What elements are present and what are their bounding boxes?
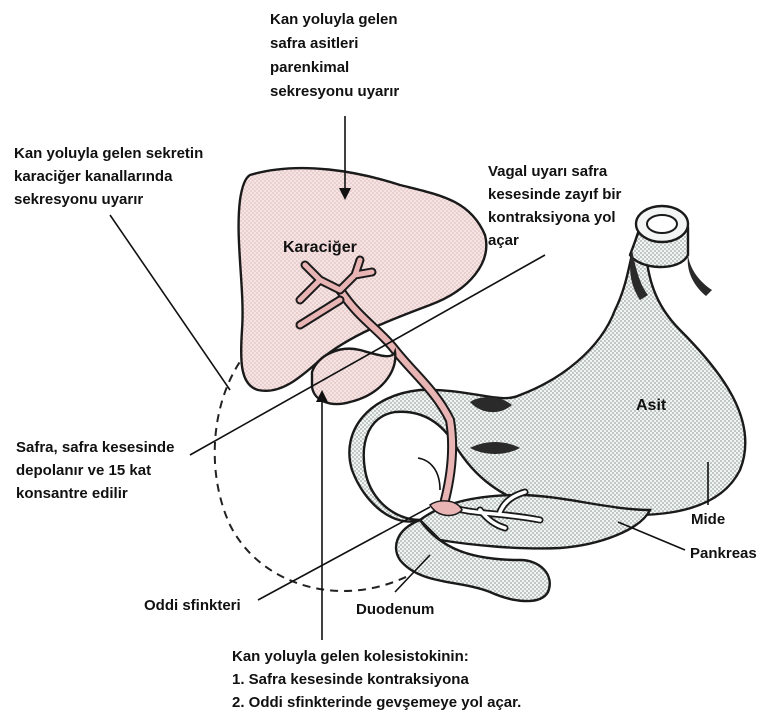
label-vagal: Vagal uyarı safra kesesinde zayıf bir ko… bbox=[488, 163, 626, 249]
label-acid: Asit bbox=[636, 397, 667, 414]
label-stomach: Mide bbox=[691, 511, 725, 528]
label-pancreas: Pankreas bbox=[690, 545, 757, 562]
label-storage: Safra, safra kesesinde depolanır ve 15 k… bbox=[16, 439, 179, 502]
pointer-line-pancreas bbox=[618, 522, 685, 550]
label-sphincter: Oddi sfinkteri bbox=[144, 597, 241, 614]
stomach-shade-right bbox=[688, 255, 712, 296]
pointer-line-secretin bbox=[110, 215, 230, 390]
label-liver: Karaciğer bbox=[283, 239, 357, 256]
esophagus-opening-inner bbox=[647, 215, 677, 233]
label-duodenum: Duodenum bbox=[356, 601, 434, 618]
label-cck: Kan yoluyla gelen kolesistokinin: 1. Saf… bbox=[232, 648, 521, 711]
label-secretin: Kan yoluyla gelen sekretin karaciğer kan… bbox=[14, 145, 207, 208]
label-bile-acids: Kan yoluyla gelen safra asitleri parenki… bbox=[270, 11, 402, 100]
duodenum-inner-curve bbox=[418, 458, 440, 490]
